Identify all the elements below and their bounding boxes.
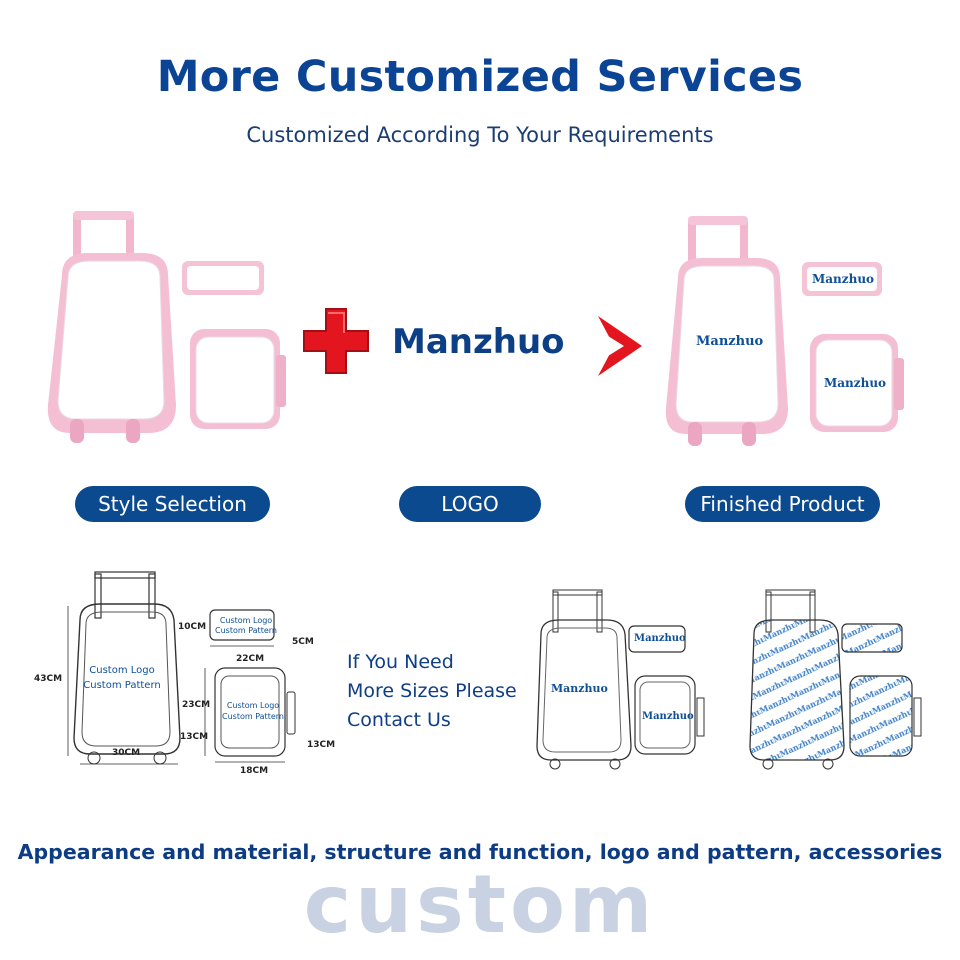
dimension-diagram xyxy=(67,571,296,765)
pencil-custom-logo-label: Custom Logo xyxy=(219,616,273,625)
logo-sketch-image xyxy=(536,589,705,770)
arrow-right-icon xyxy=(598,316,642,376)
more-sizes-note: If You Need More Sizes Please Contact Us xyxy=(347,648,517,735)
backpack-custom-logo-label: Custom Logo xyxy=(89,665,155,676)
style-selection-image xyxy=(47,211,286,443)
page-title: More Customized Services xyxy=(156,52,804,102)
pattern-sketch-image: Manzhuo xyxy=(749,589,922,770)
custom-watermark-word: custom xyxy=(303,858,657,951)
pencil-case-brand-label: Manzhuo xyxy=(812,272,875,286)
dim-pencil-width: 22CM xyxy=(236,654,265,664)
pencil-custom-pattern-label: Custom Pattern xyxy=(215,626,277,635)
sketch-backpack-brand: Manzhuo xyxy=(551,682,608,695)
sketch-lunch-brand: Manzhuo xyxy=(642,711,694,722)
note-line-3: Contact Us xyxy=(347,709,451,731)
note-line-1: If You Need xyxy=(347,651,454,673)
dim-pencil-height: 10CM xyxy=(178,622,207,632)
lunch-custom-logo-label: Custom Logo xyxy=(226,701,280,710)
note-line-2: More Sizes Please xyxy=(347,680,517,702)
backpack-brand-label: Manzhuo xyxy=(696,334,764,349)
logo-pill: LOGO xyxy=(399,486,541,522)
custom-options-line: Appearance and material, structure and f… xyxy=(17,840,943,864)
dim-wheel: 13CM xyxy=(180,732,209,742)
logo-word: Manzhuo xyxy=(392,322,565,362)
dim-lunch-height: 23CM xyxy=(182,700,211,710)
plus-icon xyxy=(303,308,369,374)
finished-product-pill: Finished Product xyxy=(685,486,880,522)
finished-product-image xyxy=(665,216,904,446)
backpack-custom-pattern-label: Custom Pattern xyxy=(83,680,161,691)
dim-pencil-depth: 5CM xyxy=(292,637,314,647)
sketch-pencil-brand: Manzhuo xyxy=(634,633,686,644)
lunch-custom-pattern-label: Custom Pattern xyxy=(222,712,284,721)
dim-width: 30CM xyxy=(112,748,141,758)
page-subtitle: Customized According To Your Requirement… xyxy=(246,123,714,147)
style-selection-pill: Style Selection xyxy=(75,486,270,522)
dim-lunch-depth: 13CM xyxy=(307,740,336,750)
lunch-bag-brand-label: Manzhuo xyxy=(824,376,887,390)
dim-height: 43CM xyxy=(34,674,63,684)
dim-lunch-width: 18CM xyxy=(240,766,269,776)
